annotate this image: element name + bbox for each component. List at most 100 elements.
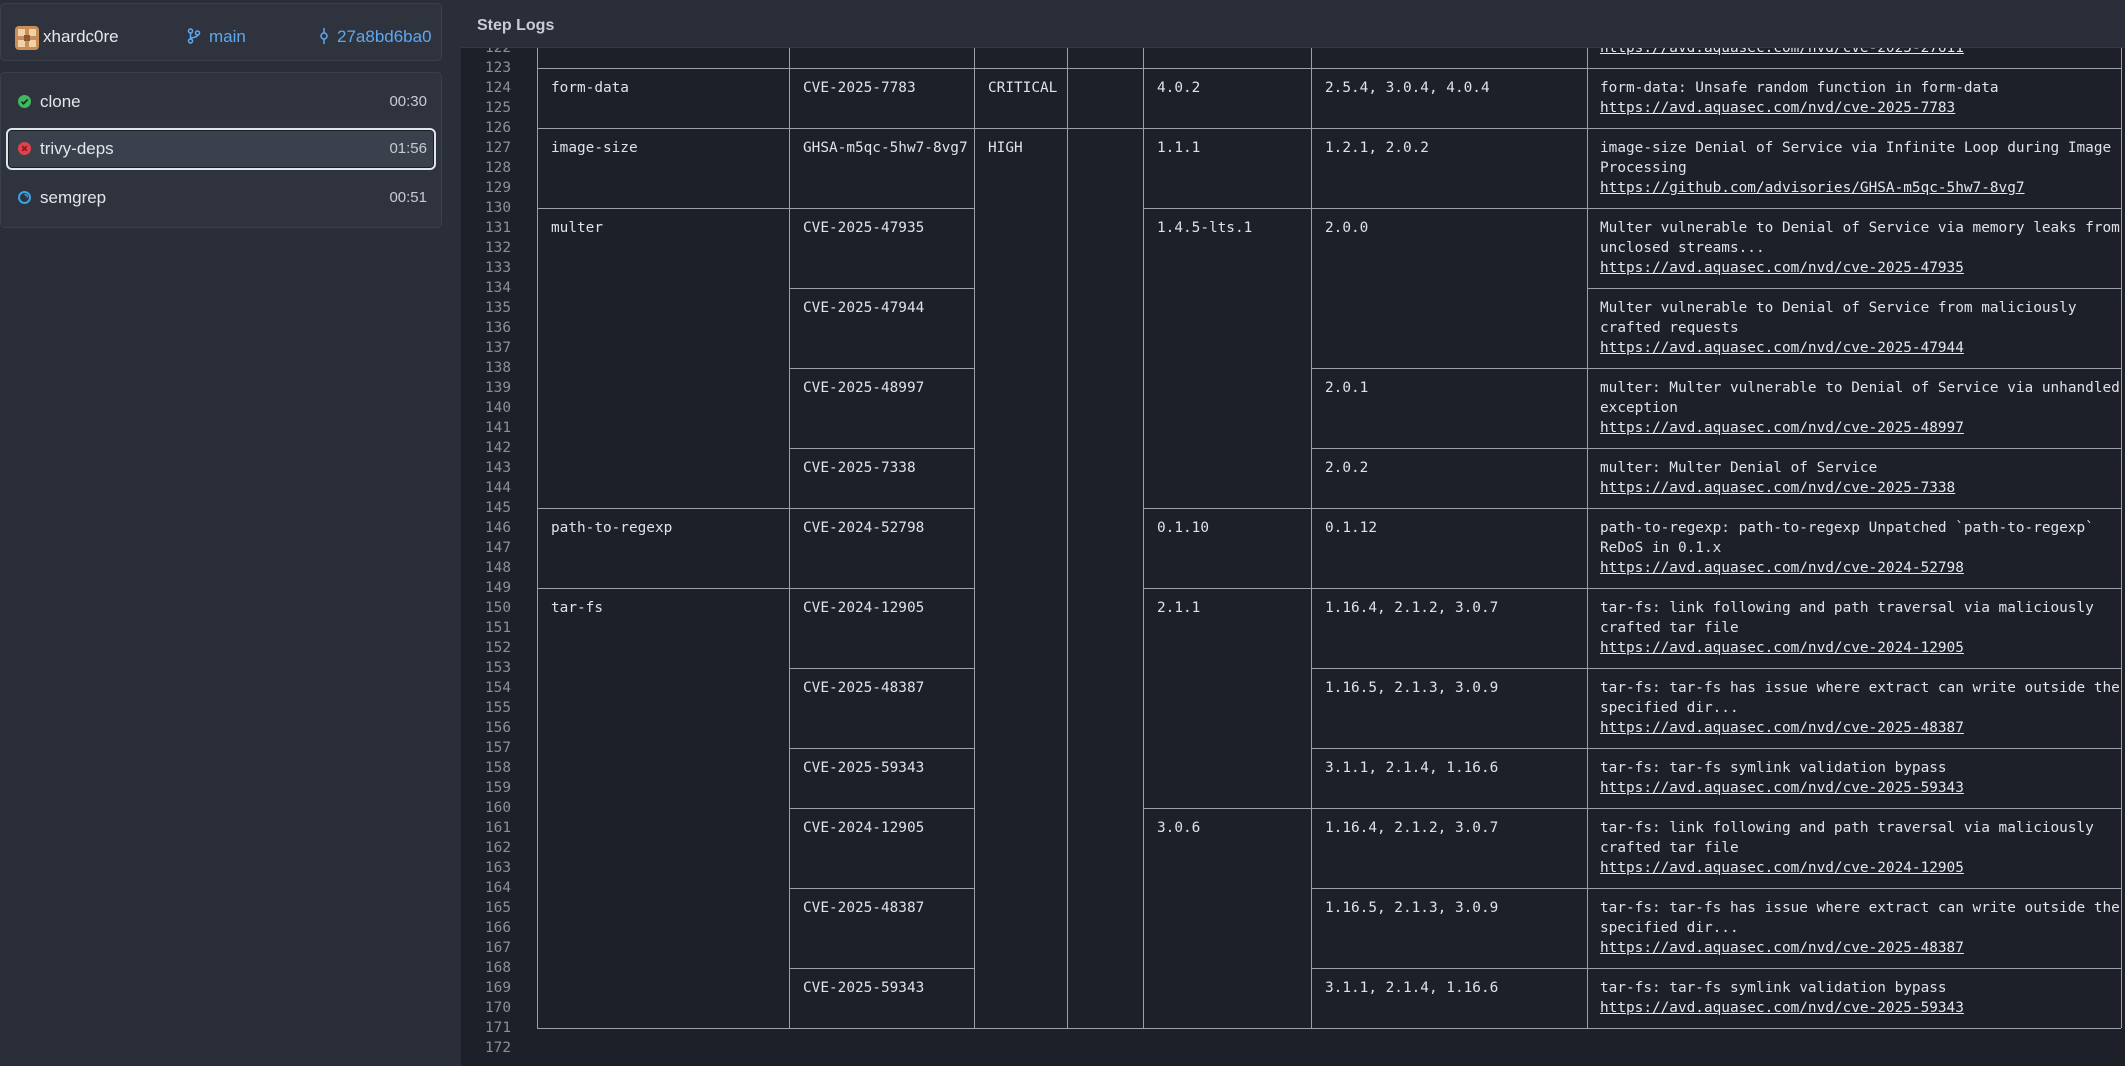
cell-title: exception — [1600, 398, 1678, 418]
cell-pkg: image-size — [551, 138, 638, 158]
table-border — [789, 288, 974, 289]
log-line: 154CVE-2025-483871.16.5, 2.1.3, 3.0.9tar… — [461, 678, 2125, 698]
advisory-link[interactable]: https://avd.aquasec.com/nvd/cve-2025-483… — [1600, 718, 1964, 738]
table-border — [789, 48, 790, 1028]
cell-inst: 2.1.1 — [1157, 598, 1200, 618]
commit-link[interactable]: 27a8bd6ba0 — [319, 27, 432, 47]
advisory-link[interactable]: https://avd.aquasec.com/nvd/cve-2024-129… — [1600, 638, 1964, 658]
log-line: 141 https://avd.aquasec.com/nvd/cve-2025-… — [461, 418, 2125, 438]
table-border — [1143, 808, 2121, 809]
cell-title: tar-fs: tar-fs has issue where extract c… — [1600, 678, 2120, 698]
step-duration: 00:51 — [389, 189, 427, 206]
advisory-link[interactable]: https://avd.aquasec.com/nvd/cve-2025-489… — [1600, 418, 1964, 438]
log-output[interactable]: 122https://avd.aquasec.com/nvd/cve-2025-… — [461, 48, 2125, 1066]
line-number: 152 — [461, 638, 511, 658]
git-commit-icon — [319, 28, 329, 44]
line-number: 127 — [461, 138, 511, 158]
line-number: 140 — [461, 398, 511, 418]
log-line: 128Processing — [461, 158, 2125, 178]
advisory-link[interactable]: https://avd.aquasec.com/nvd/cve-2025-483… — [1600, 938, 1964, 958]
step-semgrep[interactable]: semgrep 00:51 — [6, 177, 436, 219]
avatar[interactable] — [15, 26, 39, 50]
line-number: 168 — [461, 958, 511, 978]
line-number: 138 — [461, 358, 511, 378]
table-border — [789, 448, 974, 449]
advisory-link[interactable]: https://avd.aquasec.com/nvd/cve-2024-527… — [1600, 558, 1964, 578]
table-border — [1587, 288, 2121, 289]
cell-title: multer: Multer Denial of Service — [1600, 458, 1877, 478]
line-number: 130 — [461, 198, 511, 218]
cell-sev: HIGH — [988, 138, 1023, 158]
advisory-link[interactable]: https://avd.aquasec.com/nvd/cve-2025-778… — [1600, 98, 1955, 118]
step-name: semgrep — [40, 188, 106, 208]
cell-inst: 3.0.6 — [1157, 818, 1200, 838]
line-number: 162 — [461, 838, 511, 858]
steps-list: clone 00:30 trivy-deps 01:56 semgrep 00:… — [0, 72, 442, 228]
log-line: 127image-sizeGHSA-m5qc-5hw7-8vg7HIGH1.1.… — [461, 138, 2125, 158]
table-border — [537, 588, 974, 589]
advisory-link[interactable]: https://avd.aquasec.com/nvd/cve-2025-479… — [1600, 258, 1964, 278]
line-number: 124 — [461, 78, 511, 98]
cell-title: Multer vulnerable to Denial of Service f… — [1600, 298, 2077, 318]
line-number: 132 — [461, 238, 511, 258]
advisory-link[interactable]: https://avd.aquasec.com/nvd/cve-2025-479… — [1600, 338, 1964, 358]
table-border — [1143, 588, 2121, 589]
table-border — [789, 808, 974, 809]
table-border — [1311, 668, 2121, 669]
line-number: 146 — [461, 518, 511, 538]
table-border — [1311, 888, 2121, 889]
cell-title: Processing — [1600, 158, 1687, 178]
cell-inst: 0.1.10 — [1157, 518, 1209, 538]
line-number: 163 — [461, 858, 511, 878]
log-line: 172 — [461, 1038, 2125, 1058]
cell-vuln: CVE-2024-12905 — [803, 818, 924, 838]
advisory-link[interactable]: https://avd.aquasec.com/nvd/cve-2024-129… — [1600, 858, 1964, 878]
table-border — [2121, 48, 2122, 1028]
step-name: trivy-deps — [40, 139, 114, 159]
line-number: 141 — [461, 418, 511, 438]
log-line: 170https://avd.aquasec.com/nvd/cve-2025-… — [461, 998, 2125, 1018]
log-line: 124form-dataCVE-2025-7783CRITICAL4.0.22.… — [461, 78, 2125, 98]
cell-vuln: CVE-2025-47944 — [803, 298, 924, 318]
cell-fixed: 1.16.4, 2.1.2, 3.0.7 — [1325, 818, 1498, 838]
cell-vuln: CVE-2024-12905 — [803, 598, 924, 618]
line-number: 161 — [461, 818, 511, 838]
cell-fixed: 3.1.1, 2.1.4, 1.16.6 — [1325, 978, 1498, 998]
repo-info-card: xhardc0re main 27a8bd6ba0 — [0, 3, 442, 61]
step-clone[interactable]: clone 00:30 — [6, 81, 436, 123]
line-number: 137 — [461, 338, 511, 358]
log-line: 131multerCVE-2025-479351.4.5-lts.12.0.0M… — [461, 218, 2125, 238]
log-line: 122https://avd.aquasec.com/nvd/cve-2025-… — [461, 48, 2125, 58]
line-number: 157 — [461, 738, 511, 758]
cell-pkg: tar-fs — [551, 598, 603, 618]
commit-sha: 27a8bd6ba0 — [337, 27, 432, 46]
cell-title: path-to-regexp: path-to-regexp Unpatched… — [1600, 518, 2094, 538]
log-line: 156 https://avd.aquasec.com/nvd/cve-2025-… — [461, 718, 2125, 738]
line-number: 172 — [461, 1038, 511, 1058]
advisory-link[interactable]: https://avd.aquasec.com/nvd/cve-2025-733… — [1600, 478, 1955, 498]
cell-inst: 4.0.2 — [1157, 78, 1200, 98]
cell-pkg: path-to-regexp — [551, 518, 672, 538]
cell-fixed: 3.1.1, 2.1.4, 1.16.6 — [1325, 758, 1498, 778]
advisory-link[interactable]: https://avd.aquasec.com/nvd/cve-2025-276… — [1600, 48, 1964, 58]
cell-title: form-data: Unsafe random function in for… — [1600, 78, 1999, 98]
cell-title: crafted requests — [1600, 318, 1739, 338]
branch-link[interactable]: main — [187, 27, 246, 47]
line-number: 144 — [461, 478, 511, 498]
table-border — [537, 208, 974, 209]
step-name: clone — [40, 92, 81, 112]
advisory-link[interactable]: https://github.com/advisories/GHSA-m5qc-… — [1600, 178, 2025, 198]
repo-owner[interactable]: xhardc0re — [43, 27, 119, 47]
advisory-link[interactable]: https://avd.aquasec.com/nvd/cve-2025-593… — [1600, 778, 1964, 798]
table-border — [537, 68, 2121, 69]
running-status-icon — [18, 191, 31, 204]
log-title: Step Logs — [477, 17, 554, 35]
table-border — [537, 1028, 2121, 1029]
advisory-link[interactable]: https://avd.aquasec.com/nvd/cve-2025-593… — [1600, 998, 1964, 1018]
line-number: 150 — [461, 598, 511, 618]
line-number: 156 — [461, 718, 511, 738]
cell-vuln: CVE-2025-7338 — [803, 458, 916, 478]
log-line: 163 https://avd.aquasec.com/nvd/cve-2024-… — [461, 858, 2125, 878]
step-trivy-deps[interactable]: trivy-deps 01:56 — [6, 128, 436, 170]
log-line: 161 CVE-2024-12905 3.0.6 1.16.4, 2.1.2, 3.0… — [461, 818, 2125, 838]
